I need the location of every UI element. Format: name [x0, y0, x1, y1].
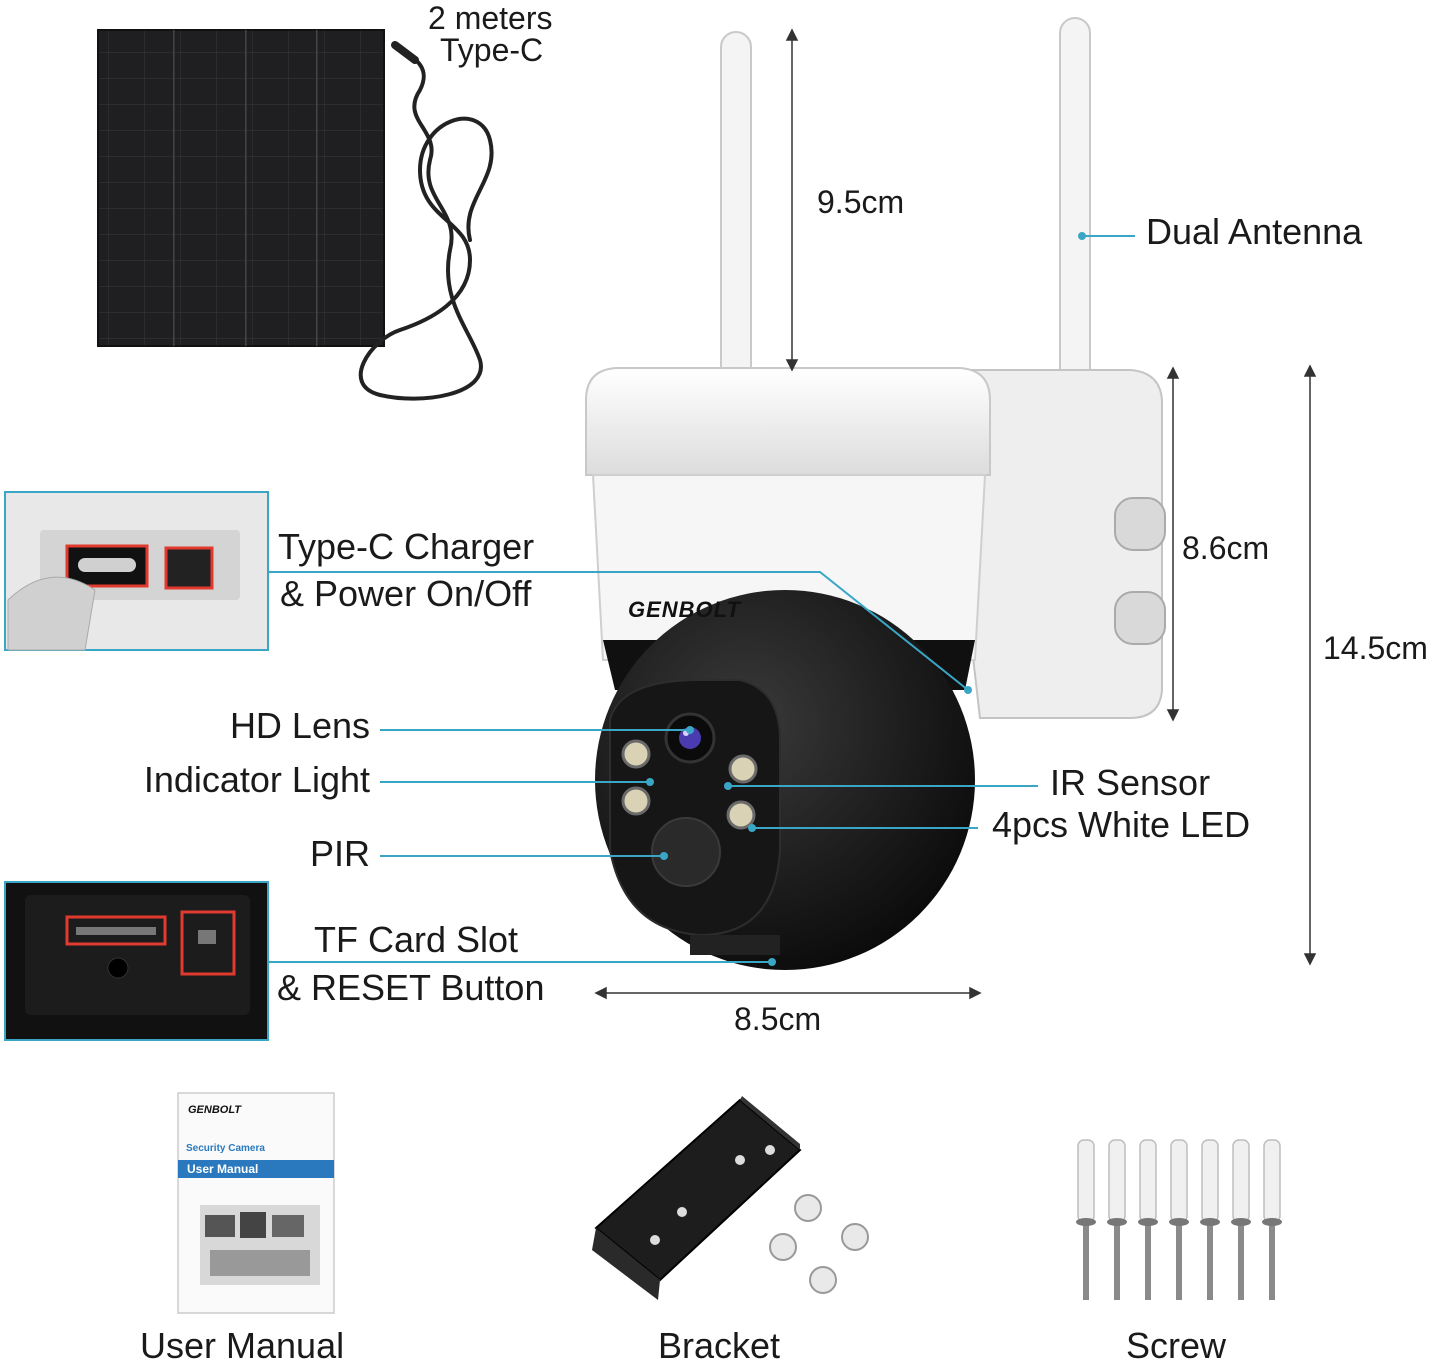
- cable-length-label: 2 meters: [428, 0, 553, 36]
- leader-lines: [268, 235, 1135, 963]
- tf-card-label-line2: & RESET Button: [277, 967, 545, 1008]
- pir-label: PIR: [309, 833, 370, 874]
- width-label: 8.5cm: [734, 1001, 822, 1037]
- white-led-label: 4pcs White LED: [992, 804, 1251, 845]
- user-manual-booklet: [177, 1092, 335, 1314]
- manual-cover-title: User Manual: [187, 1162, 259, 1176]
- dual-antenna-label: Dual Antenna: [1146, 211, 1363, 252]
- ir-sensor-label: IR Sensor: [1050, 762, 1211, 803]
- antenna-height-label: 9.5cm: [817, 184, 905, 220]
- bracket-caption: Bracket: [658, 1325, 781, 1366]
- charger-label-line2: & Power On/Off: [280, 573, 532, 614]
- screw-set: [1076, 1139, 1283, 1301]
- indicator-light-label: Indicator Light: [143, 759, 370, 800]
- wall-mount: [938, 369, 1166, 719]
- leader-dots: [646, 232, 1086, 966]
- inset-type-c-port: [4, 491, 269, 651]
- user-manual-caption: User Manual: [140, 1325, 345, 1366]
- cable-type-label: Type-C: [440, 32, 544, 68]
- antenna-left: [720, 31, 752, 403]
- camera-dome: [595, 590, 975, 970]
- genbolt-logo: GENBOLT: [628, 597, 741, 622]
- total-height-label: 14.5cm: [1323, 630, 1428, 666]
- bracket-part: [592, 1096, 802, 1300]
- solar-panel: [97, 29, 385, 347]
- inset-tf-card-slot: [4, 881, 269, 1041]
- dimension-lines: [594, 28, 1317, 1000]
- charger-label-line1: Type-C Charger: [278, 526, 535, 567]
- hd-lens-label: HD Lens: [229, 705, 370, 746]
- bracket-screws: [769, 1194, 869, 1294]
- manual-cover-subtitle: Security Camera: [186, 1143, 265, 1154]
- body-height-label: 8.6cm: [1182, 530, 1270, 566]
- type-c-cable: [358, 41, 494, 401]
- manual-cover-brand: GENBOLT: [188, 1104, 241, 1116]
- screw-caption: Screw: [1126, 1325, 1227, 1366]
- tf-card-label-line1: TF Card Slot: [314, 919, 519, 960]
